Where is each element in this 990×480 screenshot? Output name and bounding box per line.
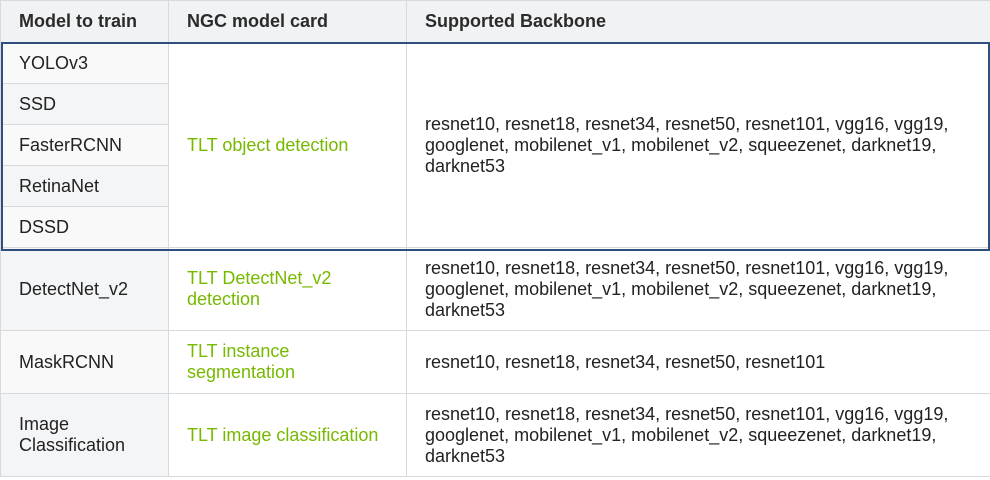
backbone-cell-maskrcnn: resnet10, resnet18, resnet34, resnet50, … (406, 330, 990, 394)
table-row-yolov3: YOLOv3 TLT object detection resnet10, re… (0, 42, 990, 248)
table-row-fasterrcnn: FasterRCNN (0, 124, 990, 166)
model-cell-retinanet: RetinaNet (0, 165, 169, 207)
link-tlt-image-classification[interactable]: TLT image classification (187, 424, 379, 445)
header-row: Model to train NGC model card Supported … (0, 0, 990, 43)
model-cell-maskrcnn: MaskRCNN (0, 330, 169, 394)
model-cell-fasterrcnn: FasterRCNN (0, 124, 169, 166)
card-cell-instance-segmentation: TLT instance segmentation (168, 330, 407, 394)
backbone-cell-object-detection: resnet10, resnet18, resnet34, resnet50, … (406, 42, 990, 248)
card-cell-detectnet-v2: TLT DetectNet_v2 detection (168, 247, 407, 331)
link-tlt-detectnet-v2-detection[interactable]: TLT DetectNet_v2 detection (187, 268, 332, 309)
table-row-ssd: SSD (0, 83, 990, 125)
model-cell-dssd: DSSD (0, 206, 169, 248)
model-cell-ssd: SSD (0, 83, 169, 125)
model-cell-detectnet-v2: DetectNet_v2 (0, 247, 169, 331)
link-tlt-instance-segmentation[interactable]: TLT instance segmentation (187, 341, 296, 382)
backbone-cell-image-classification: resnet10, resnet18, resnet34, resnet50, … (406, 393, 990, 477)
table-row-dssd: DSSD (0, 206, 990, 248)
link-tlt-object-detection[interactable]: TLT object detection (187, 134, 349, 155)
header-supported-backbone: Supported Backbone (406, 0, 990, 43)
table-row-maskrcnn: MaskRCNN TLT instance segmentation resne… (0, 330, 990, 394)
model-cell-image-classification: Image Classification (0, 393, 169, 477)
header-model-to-train: Model to train (0, 0, 169, 43)
table-row-image-classification: Image Classification TLT image classific… (0, 393, 990, 477)
header-ngc-model-card: NGC model card (168, 0, 407, 43)
card-cell-image-classification: TLT image classification (168, 393, 407, 477)
card-cell-object-detection: TLT object detection (168, 42, 407, 248)
model-cell-yolov3: YOLOv3 (0, 42, 169, 84)
table-row-detectnet-v2: DetectNet_v2 TLT DetectNet_v2 detection … (0, 247, 990, 331)
backbone-cell-detectnet-v2: resnet10, resnet18, resnet34, resnet50, … (406, 247, 990, 331)
